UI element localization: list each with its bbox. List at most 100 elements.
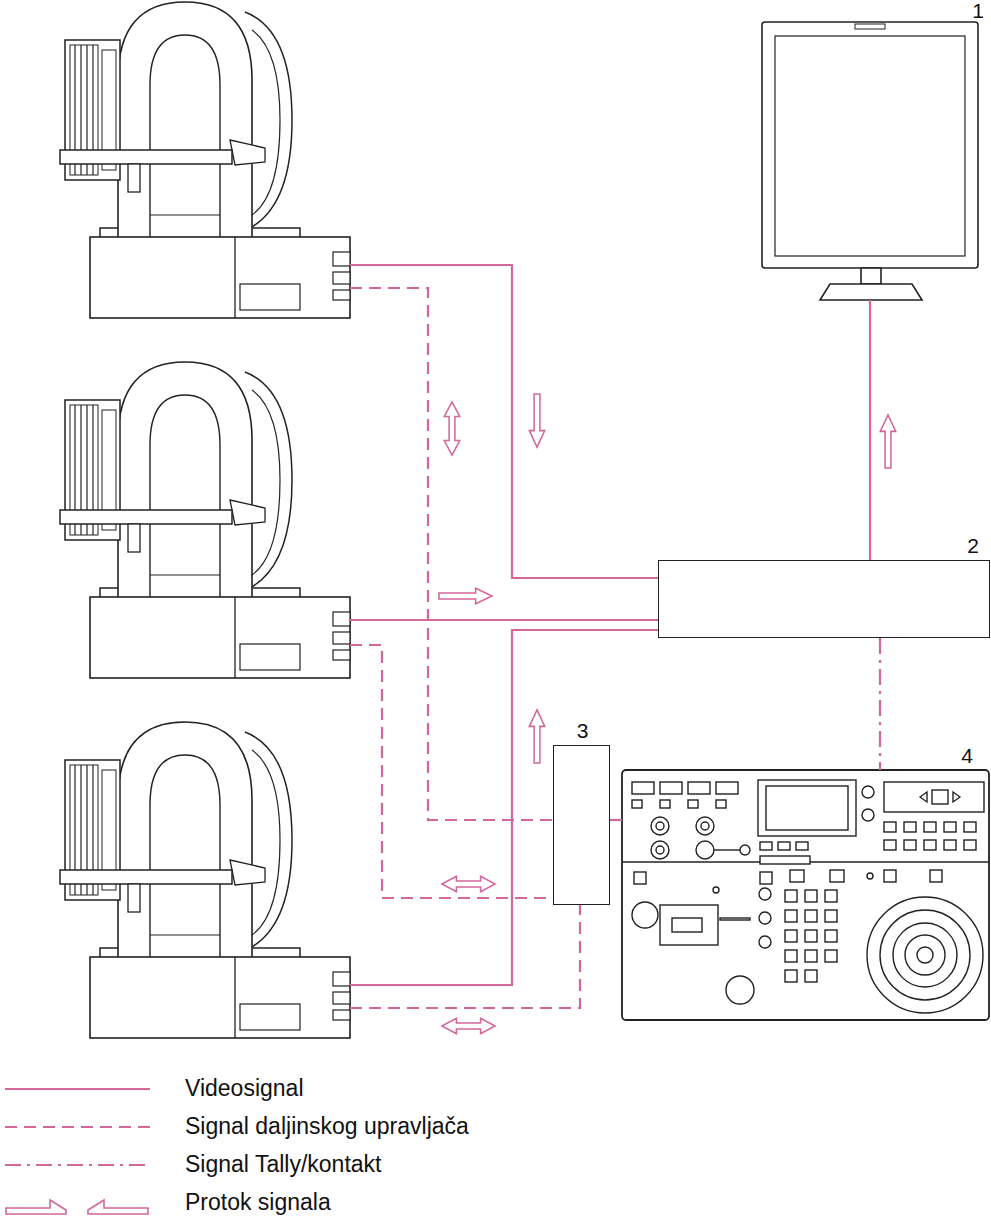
video-line (869, 300, 871, 560)
legend-sample (0, 1148, 175, 1182)
controller-illustration (656, 822, 664, 830)
legend-row: Videosignal (0, 1072, 991, 1106)
legend-row: Protok signala (0, 1186, 991, 1220)
controller-illustration (825, 910, 837, 922)
controller-illustration (862, 809, 874, 821)
legend-sample (0, 1072, 175, 1106)
callout-number: 2 (967, 535, 979, 556)
controller-illustration (904, 840, 916, 850)
controller-illustration (825, 930, 837, 942)
controller-illustration (932, 790, 948, 804)
flow-arrow (442, 876, 495, 891)
controller-illustration (760, 872, 772, 884)
controller-illustration (825, 950, 837, 962)
camera-wires (350, 265, 658, 578)
controller-illustration (862, 786, 874, 798)
controller-illustration (924, 822, 936, 832)
flow-arrow (439, 394, 896, 1034)
controller-illustration (696, 817, 714, 835)
line-sample (5, 1126, 150, 1128)
camera-wires (350, 265, 658, 1008)
controller-illustration (760, 856, 810, 864)
controller-illustration (651, 841, 669, 859)
controller-illustration (701, 822, 709, 830)
controller-illustration (796, 842, 808, 850)
monitor-illustration (775, 36, 965, 256)
camera-wires (350, 645, 553, 898)
controller-illustration (714, 849, 740, 850)
camera-wires (350, 630, 658, 985)
monitor-illustration (861, 268, 881, 284)
flow-arrow (442, 1018, 495, 1033)
controller-illustration (805, 970, 817, 982)
camera-illustration (60, 2, 350, 1038)
controller-illustration (778, 842, 790, 850)
monitor: 1 (762, 22, 978, 300)
monitor-illustration (762, 22, 978, 300)
monitor-illustration (820, 284, 922, 300)
controller-illustration (696, 841, 714, 859)
legend-text: Videosignal (185, 1075, 304, 1103)
controller-illustration (893, 923, 957, 987)
legend-row: Signal Tally/kontakt (0, 1148, 991, 1182)
controller-illustration (785, 910, 797, 922)
controller-illustration (740, 845, 750, 855)
line-sample (5, 1088, 150, 1090)
controller-illustration (716, 782, 738, 794)
controller-illustration (622, 770, 989, 1020)
callout-number: 1 (972, 0, 984, 21)
legend-row: Signal daljinskog upravljača (0, 1110, 991, 1144)
controller-illustration (884, 822, 896, 832)
controller-illustration (880, 910, 970, 1000)
flow-arrow-sample (6, 1200, 66, 1214)
controller-illustration (660, 905, 718, 945)
flow-arrow (439, 588, 492, 603)
controller-illustration (884, 870, 896, 882)
camera-illustration (60, 722, 350, 1038)
flow-arrow (529, 710, 544, 763)
legend-sample (0, 1186, 175, 1220)
camera-illustration (60, 362, 350, 678)
controller-illustration (785, 970, 797, 982)
controller-illustration (830, 870, 844, 882)
camera-wires (350, 288, 553, 820)
controller-illustration (924, 840, 936, 850)
controller-illustration (805, 910, 817, 922)
controller-illustration (790, 870, 804, 882)
controller-illustration (964, 822, 976, 832)
camera-wires (350, 905, 580, 1008)
controller-illustration (904, 822, 916, 832)
controller-illustration (759, 936, 771, 948)
remote-controller: 4 (622, 770, 989, 1020)
controller-illustration (632, 902, 658, 928)
camera-wires (350, 619, 658, 621)
remote-line (610, 819, 622, 821)
controller-illustration (760, 842, 772, 850)
controller-illustration (660, 800, 670, 808)
controller-illustration (964, 840, 976, 850)
controller-illustration (805, 890, 817, 902)
controller-illustration (672, 918, 702, 932)
callout-number: 3 (577, 720, 589, 741)
controller-illustration (758, 780, 856, 836)
controller-illustration (805, 950, 817, 962)
controller-illustration (688, 782, 710, 794)
callout-number: 4 (961, 745, 973, 766)
controller-illustration (713, 887, 719, 893)
flow-arrow (444, 402, 459, 455)
controller-illustration (867, 897, 983, 1013)
controller-illustration (805, 930, 817, 942)
controller-illustration (884, 840, 896, 850)
controller-illustration (651, 817, 669, 835)
legend-text: Protok signala (185, 1189, 331, 1217)
controller-illustration (867, 873, 873, 879)
controller-illustration (766, 786, 848, 830)
flow-arrow (880, 415, 895, 468)
controller-illustration (944, 822, 956, 832)
controller-illustration (632, 782, 654, 794)
hub-box: 3 (553, 745, 610, 905)
controller-illustration (905, 935, 945, 975)
controller-illustration (759, 912, 771, 924)
controller-illustration (785, 930, 797, 942)
controller-illustration (884, 782, 984, 812)
